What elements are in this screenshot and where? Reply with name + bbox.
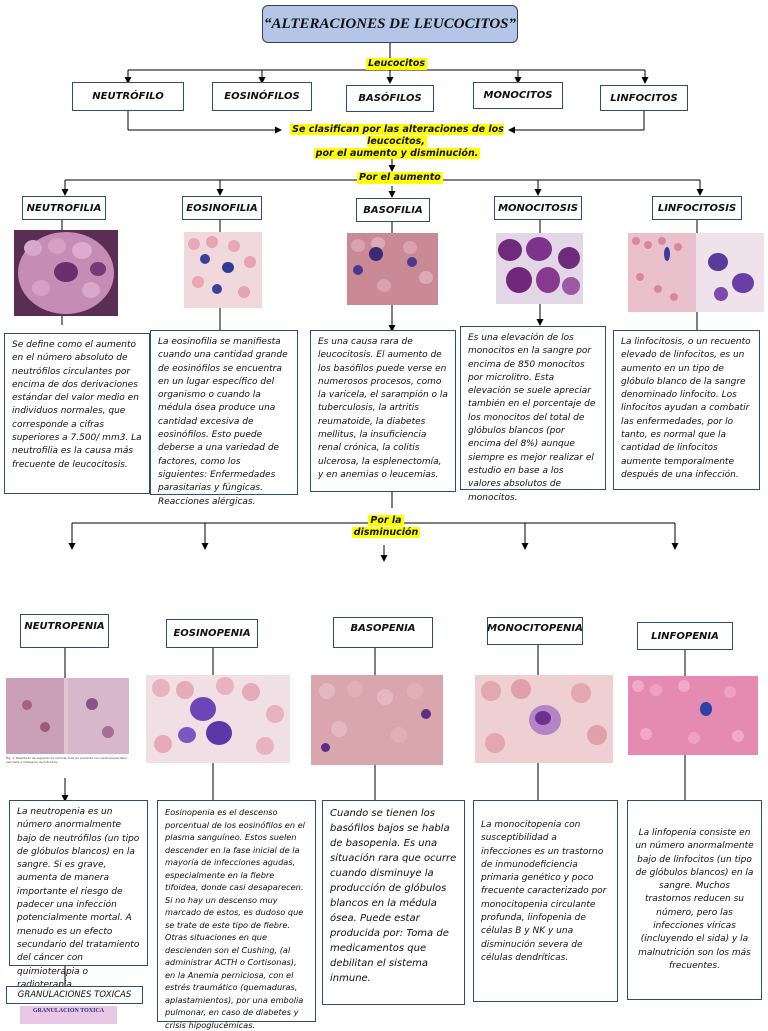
title-monocitopenia: MONOCITOPENIA: [487, 617, 583, 645]
granulaciones-label: GRANULACIONES TOXICAS: [6, 986, 143, 1004]
monocitosis-description: Es una elevación de los monocitos en la …: [460, 326, 606, 503]
basofilia-description: Es una causa rara de leucocitosis. El au…: [310, 330, 456, 492]
type-neutrofilo: NEUTRÓFILO: [72, 82, 184, 111]
title-monocitosis: MONOCITOSIS: [494, 196, 582, 220]
title-linfocitosis: LINFOCITOSIS: [652, 196, 742, 220]
title-basofilia: BASOFILIA: [356, 198, 430, 222]
basopenia-description: Cuando se tienen los basófilos bajos se …: [322, 800, 465, 1005]
neutrofilia-image: [14, 230, 118, 316]
classify-text: Se clasifican por las alteraciones de lo…: [282, 124, 512, 160]
title-eosinopenia: EOSINOPENIA: [166, 619, 258, 648]
title-eosinofilia: EOSINOFILIA: [182, 196, 262, 220]
type-eosinofilos: EOSINÓFILOS: [212, 82, 312, 111]
type-monocitos: MONOCITOS: [473, 82, 563, 109]
leucocitos-label: Leucocitos: [366, 58, 428, 70]
eosinofilia-image: [184, 232, 262, 308]
type-linfocitos: LINFOCITOS: [600, 85, 688, 111]
disminucion-label: Por la disminución: [344, 515, 428, 539]
monocitopenia-image: [475, 675, 613, 763]
neutropenia-image: [6, 678, 129, 754]
disminucion-line-1: Por la: [368, 515, 404, 526]
disminucion-line-2: disminución: [351, 527, 421, 538]
classify-line-2: por el aumento y disminución.: [313, 148, 481, 159]
diagram-title: “ALTERACIONES DE LEUCOCITOS”: [262, 5, 518, 43]
title-linfopenia: LINFOPENIA: [637, 622, 733, 650]
title-neutropenia: NEUTROPENIA: [20, 614, 109, 648]
eosinopenia-image: [146, 675, 290, 763]
neutropenia-figure-caption: Fig. 1: Resultado de aspirado de médula …: [6, 756, 128, 764]
linfopenia-image: [628, 676, 758, 755]
eosinopenia-description: Eosinopenia es el descenso porcentual de…: [157, 800, 316, 1030]
monocitopenia-description: La monocitopenia con susceptibilidad a i…: [473, 800, 618, 1002]
basopenia-image: [311, 675, 443, 765]
neutropenia-description: La neutropenia es un número anormalmente…: [9, 800, 148, 990]
type-basofilos: BASÓFILOS: [346, 85, 434, 112]
granulaciones-image: GRANULACION TOXICA: [20, 1006, 117, 1024]
classify-line-1: Se clasifican por las alteraciones de lo…: [290, 124, 504, 147]
granulaciones-image-text: GRANULACION TOXICA: [32, 1008, 105, 1014]
title-basopenia: BASOPENIA: [333, 617, 433, 648]
aumento-label: Por el aumento: [357, 172, 443, 184]
linfocitosis-description: La linfocitosis, o un recuento elevado d…: [613, 330, 760, 490]
title-neutrofilia: NEUTROFILIA: [22, 196, 106, 220]
monocitosis-image: [496, 233, 583, 304]
linfocitosis-image: [628, 233, 764, 312]
linfopenia-description: La linfopenia consiste en un número anor…: [627, 800, 762, 1000]
eosinofilia-description: La eosinofilia se manifiesta cuando una …: [150, 330, 298, 507]
basofilia-image: [347, 233, 438, 305]
neutrofilia-description: Se define como el aumento en el número a…: [4, 333, 150, 494]
